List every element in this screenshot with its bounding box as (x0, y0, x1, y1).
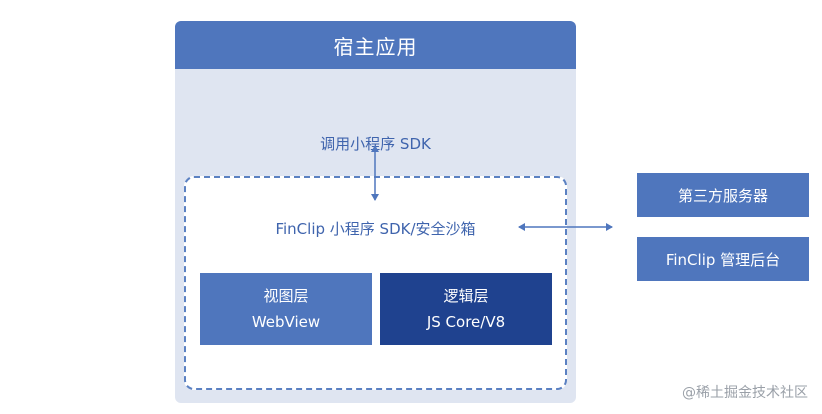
finclip-admin-box: FinClip 管理后台 (637, 237, 809, 281)
logic-layer-title: 逻辑层 (443, 287, 489, 305)
view-layer-title: 视图层 (263, 287, 309, 305)
view-layer-box: 视图层 WebView (200, 273, 372, 345)
logic-layer-subtitle: JS Core/V8 (426, 313, 506, 331)
sdk-call-label: 调用小程序 SDK (320, 135, 431, 153)
watermark: @稀土掘金技术社区 (682, 385, 808, 401)
third-party-server-box: 第三方服务器 (637, 173, 809, 217)
sandbox-label: FinClip 小程序 SDK/安全沙箱 (275, 220, 476, 238)
logic-layer-box: 逻辑层 JS Core/V8 (380, 273, 552, 345)
host-app-title: 宿主应用 (175, 21, 576, 69)
view-layer-subtitle: WebView (251, 313, 321, 331)
